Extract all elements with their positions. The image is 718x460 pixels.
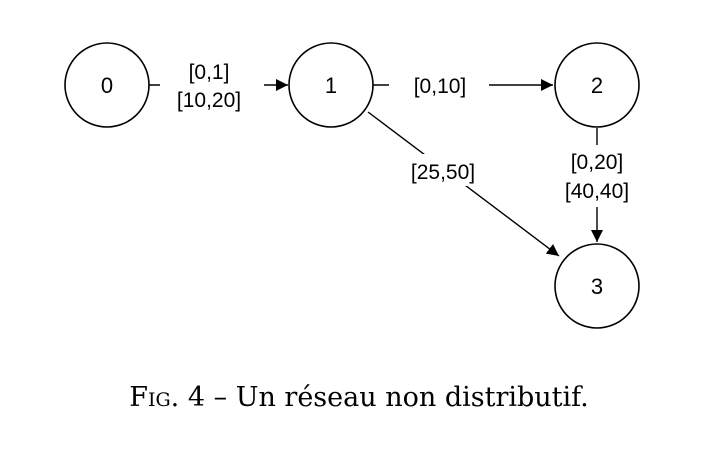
edge-0-1-label-bg [160,54,264,114]
node-2-label: 2 [591,73,603,98]
node-3-label: 3 [591,274,603,299]
caption-number: 4 [187,382,205,413]
edge-1-3-label-bg [396,154,490,186]
edge-1-2-label-bg [389,68,489,100]
caption-prefix: Fig. [129,382,180,413]
node-0: 0 [64,42,150,128]
edge-1-2: [0,10] [373,68,553,100]
edge-2-3-label-bg [551,145,643,207]
figure-caption: Fig. 4 – Un réseau non distributif. [0,380,718,416]
edge-0-1-label-line-2: [10,20] [177,89,241,112]
node-0-circle [64,42,150,128]
edge-1-2-label: [0,10] [414,75,467,98]
node-2: 2 [554,42,640,128]
node-2-circle [554,42,640,128]
node-1-circle [288,42,374,128]
edge-1-3-label: [25,50] [411,161,475,184]
node-1-label: 1 [325,73,337,98]
edge-2-3-label-line-1: [0,20] [571,151,624,174]
edge-2-3: [0,20] [40,40] [551,128,643,242]
edge-2-3-label-line-2: [40,40] [565,180,629,203]
node-3: 3 [554,243,640,329]
edge-0-1-label-line-1: [0,1] [189,61,230,84]
node-3-circle [554,243,640,329]
caption-text: Un réseau non distributif. [235,382,589,413]
node-0-label: 0 [101,73,113,98]
edge-0-1: [0,1] [10,20] [149,54,288,114]
caption-dash: – [213,382,228,413]
node-1: 1 [288,42,374,128]
edge-1-3: [25,50] [367,111,560,257]
